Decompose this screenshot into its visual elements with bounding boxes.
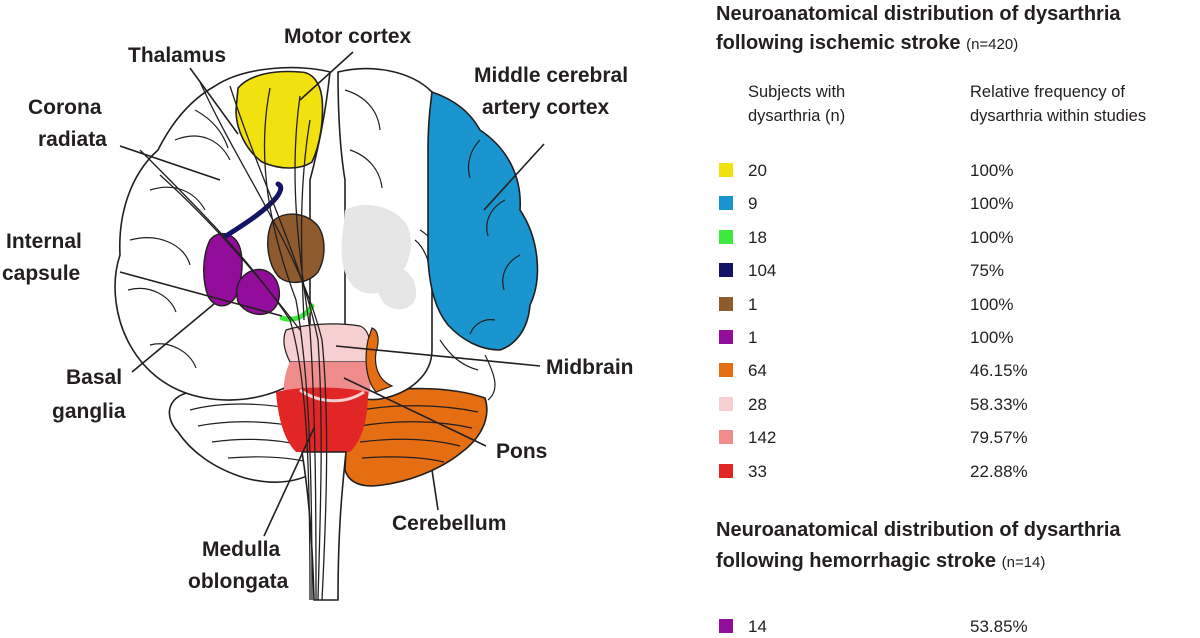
thalamus-region (267, 213, 325, 283)
label-mca-cortex-2: artery cortex (482, 96, 610, 119)
cerebellum-region (344, 387, 488, 487)
subject-count: 9 (748, 194, 758, 214)
cerebellum-left-folia (189, 403, 309, 463)
relative-frequency: 100% (970, 194, 1014, 214)
legend-row: 9 100% (716, 193, 1200, 215)
subject-count: 142 (748, 428, 777, 448)
left-gyri (127, 109, 231, 369)
mca-cortex-sulci (467, 139, 521, 335)
hemorrhagic-title-text: following hemorrhagic stroke (716, 550, 997, 572)
relative-frequency: 100% (970, 294, 1014, 314)
color-swatch (719, 330, 733, 344)
relative-frequency: 58.33% (970, 394, 1028, 414)
label-medulla-1: Medulla (202, 538, 280, 561)
relative-frequency: 46.15% (970, 361, 1028, 381)
spinal-cord (301, 451, 347, 601)
label-midbrain: Midbrain (546, 356, 634, 379)
relative-frequency: 53.85% (970, 617, 1028, 636)
label-pons: Pons (496, 440, 547, 463)
fiber-tracts (139, 81, 328, 601)
label-basal-ganglia-2: ganglia (52, 400, 126, 423)
relative-frequency: 100% (970, 328, 1014, 347)
brain-diagram: Motor cortex Thalamus Corona radiata Int… (2, 25, 634, 601)
legend-row: 20 100% (716, 160, 1200, 182)
medulla-region (276, 387, 368, 452)
hemorrhagic-title-line2: following hemorrhagic stroke (n=14) (716, 547, 1045, 577)
corona-radiata-region (223, 181, 284, 239)
relative-frequency: 100% (970, 227, 1014, 247)
subject-count: 28 (748, 394, 767, 414)
cerebellar-peduncle (365, 327, 394, 393)
hemorrhagic-title-line1: Neuroanatomical distribution of dysarthr… (716, 519, 1121, 541)
subject-count: 1 (748, 294, 758, 314)
color-swatch (719, 430, 733, 445)
subject-count: 64 (748, 361, 767, 381)
label-internal-capsule-2: capsule (2, 262, 80, 285)
color-swatch (719, 463, 733, 478)
subject-count: 20 (748, 161, 767, 180)
right-gyri (344, 89, 496, 401)
cerebellum-right-folia (359, 405, 479, 463)
label-mca-cortex-1: Middle cerebral (474, 64, 628, 87)
color-swatch (719, 263, 733, 278)
label-medulla-2: oblongata (188, 570, 289, 593)
relative-frequency: 100% (970, 161, 1014, 180)
ischemic-title-line2: following ischemic stroke (n=420) (716, 29, 1018, 59)
relative-frequency: 79.57% (970, 428, 1028, 448)
ventricle-shape-lower (377, 266, 417, 310)
color-swatch (719, 229, 733, 244)
label-basal-ganglia-1: Basal (66, 366, 122, 389)
color-swatch (719, 163, 733, 177)
legend-row: 1 100% (716, 294, 1200, 316)
legend-row: 64 46.15% (716, 360, 1200, 382)
hemorrhagic-n-label: (n=14) (1001, 554, 1046, 571)
subject-count: 18 (748, 227, 767, 247)
ischemic-title-line1: Neuroanatomical distribution of dysarthr… (716, 3, 1121, 25)
basal-ganglia-region (203, 232, 243, 307)
column-header-frequency: Relative frequency of dysarthria within … (970, 83, 1147, 125)
legend-row: 28 58.33% (716, 394, 1200, 416)
midbrain-region (283, 323, 371, 363)
subject-count: 33 (748, 461, 767, 481)
color-swatch (719, 619, 733, 633)
label-motor-cortex: Motor cortex (284, 25, 412, 48)
color-swatch (719, 196, 733, 211)
ischemic-n-label: (n=420) (966, 36, 1019, 53)
legend-row: 18 100% (716, 227, 1200, 249)
label-thalamus: Thalamus (128, 44, 226, 67)
subject-count: 104 (748, 261, 777, 281)
distribution-panel: Neuroanatomical distribution of dysarthr… (716, 0, 1200, 637)
label-cerebellum: Cerebellum (392, 512, 506, 535)
subject-count: 14 (748, 617, 767, 636)
label-internal-capsule-1: Internal (6, 230, 82, 253)
ischemic-title-text: following ischemic stroke (716, 32, 961, 54)
label-corona-radiata-1: Corona (28, 96, 102, 119)
pons-curve (299, 388, 365, 403)
legend-row: 33 22.88% (716, 461, 1200, 483)
leader-lines (119, 51, 545, 537)
legend-row: 14 53.85% (716, 616, 1200, 638)
legend-row: 1 100% (716, 327, 1200, 349)
legend-row: 104 75% (716, 260, 1200, 282)
color-swatch (719, 363, 733, 378)
label-corona-radiata-2: radiata (38, 128, 107, 151)
color-swatch (719, 396, 733, 411)
relative-frequency: 22.88% (970, 461, 1028, 481)
relative-frequency: 75% (970, 261, 1005, 281)
mca-cortex-region (427, 90, 539, 351)
subject-count: 1 (748, 328, 758, 347)
column-header-subjects: Subjects with dysarthria (n) (748, 83, 846, 125)
color-swatch (719, 296, 733, 311)
legend-row: 142 79.57% (716, 427, 1200, 449)
